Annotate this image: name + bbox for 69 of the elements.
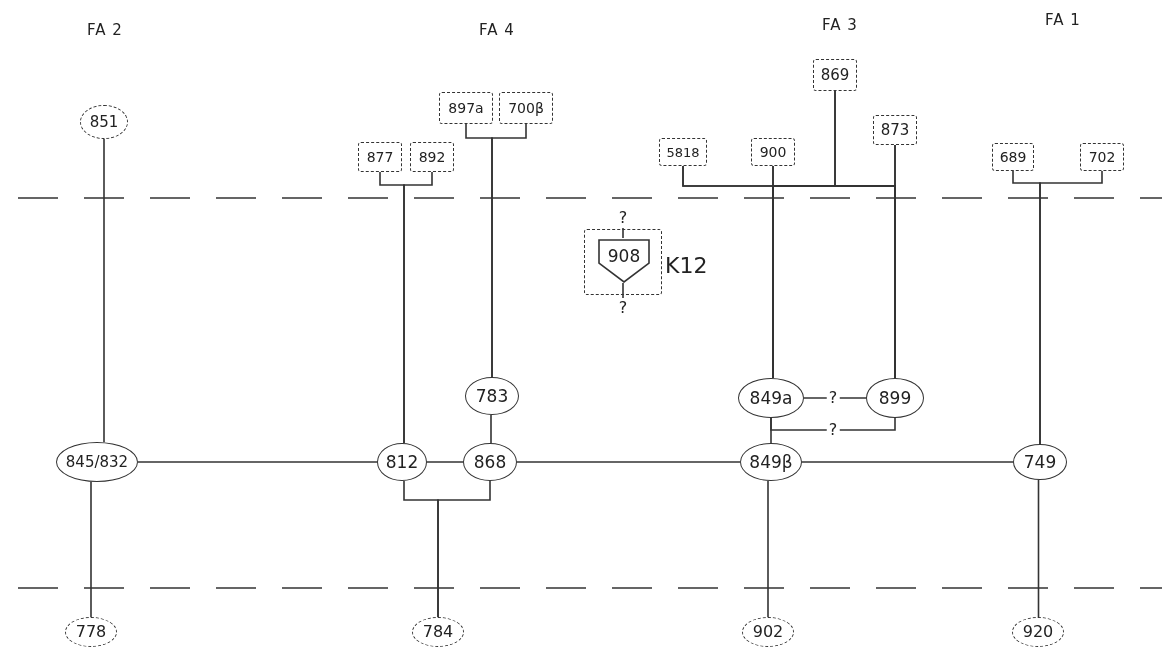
dashed-box (1080, 143, 1124, 171)
node-label: 700β (508, 101, 544, 115)
connector-line (426, 461, 464, 463)
dashed-box (813, 59, 857, 91)
node-label: 869 (820, 67, 850, 83)
node-label: 908 (607, 247, 641, 265)
node-caption: K12 (665, 255, 708, 278)
edge-label: ? (826, 390, 840, 406)
node-label: 892 (418, 150, 446, 164)
column-heading: FA 3 (822, 16, 858, 34)
connector-line (90, 481, 92, 618)
node-label: 812 (385, 453, 419, 471)
connector-line (622, 227, 624, 239)
edge-label: ? (826, 422, 840, 438)
node-label: 849a (749, 389, 793, 407)
oval-node (463, 443, 517, 481)
connector-line (491, 123, 527, 378)
dashed-box (992, 143, 1034, 171)
connector-line (437, 480, 491, 618)
dashed-box (410, 142, 454, 172)
node-label: 784 (422, 624, 454, 640)
oval-node (866, 378, 924, 418)
connector-line (1039, 170, 1103, 445)
connector-line (103, 138, 105, 444)
connector-line (516, 461, 741, 463)
node-label: 900 (759, 145, 787, 159)
edge-label: ? (616, 210, 630, 226)
dashed-box (873, 115, 917, 145)
connector-line (801, 461, 1014, 463)
connector-line (894, 144, 896, 379)
connector-line (137, 461, 378, 463)
dashed-box (751, 138, 795, 166)
node-label: 845/832 (65, 454, 129, 470)
node-label: 851 (89, 114, 119, 130)
node-label: 877 (366, 150, 394, 164)
oval-node (738, 378, 804, 418)
edge-label: ? (616, 300, 630, 316)
node-label: 899 (878, 389, 912, 407)
node-label: 849β (749, 453, 793, 471)
connector-line (803, 397, 867, 399)
node-label: 920 (1022, 624, 1054, 640)
oval-node (465, 377, 519, 415)
dashed-box (659, 138, 707, 166)
dashed-box (358, 142, 402, 172)
column-heading: FA 2 (87, 21, 123, 39)
node-label: 5818 (666, 145, 700, 159)
node-label: 897a (448, 101, 484, 115)
column-heading: FA 4 (479, 21, 515, 39)
node-label: 749 (1023, 453, 1057, 471)
connector-line (490, 414, 492, 444)
connector-line (622, 281, 624, 299)
pentagon-node (598, 239, 650, 283)
node-label: 689 (999, 150, 1027, 164)
connector-line (767, 480, 769, 618)
node-label: 902 (752, 624, 784, 640)
node-label: 778 (75, 624, 107, 640)
dashed-box (499, 92, 553, 124)
dashed-box (439, 92, 493, 124)
connector-line (770, 417, 772, 444)
node-label: 783 (475, 387, 509, 405)
oval-node (377, 443, 427, 481)
connector-line (403, 171, 433, 444)
connector-line (770, 417, 896, 431)
column-heading: FA 1 (1045, 11, 1081, 29)
node-label: 868 (473, 453, 507, 471)
node-label: 873 (880, 122, 910, 138)
node-label: 702 (1088, 150, 1116, 164)
connector-line (1037, 479, 1040, 618)
oval-node (1013, 444, 1067, 480)
